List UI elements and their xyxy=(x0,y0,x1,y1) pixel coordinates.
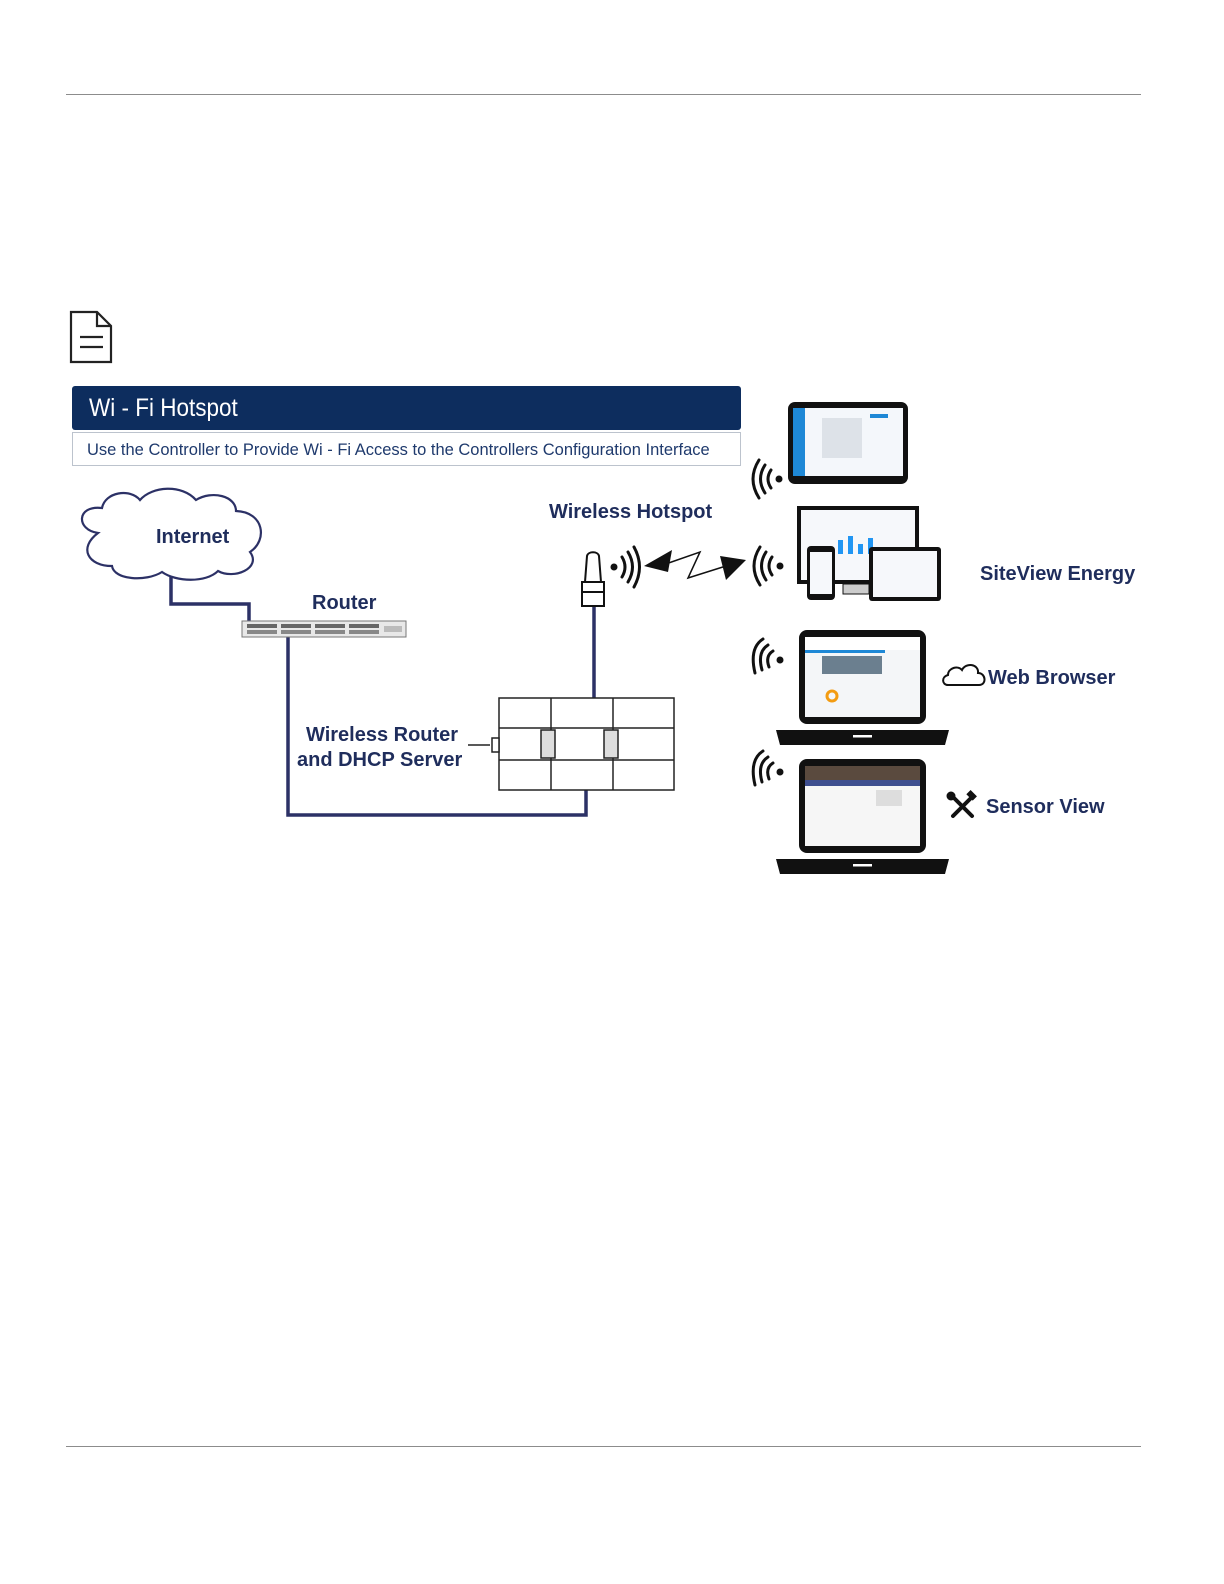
monitor-phone-tablet-icon xyxy=(797,506,941,601)
document-icon xyxy=(71,312,111,362)
section-subtitle: Use the Controller to Provide Wi - Fi Ac… xyxy=(72,432,741,466)
wifi-signal-icon xyxy=(611,547,640,587)
wireless-router-label-line2: and DHCP Server xyxy=(297,749,462,772)
section-title: Wi - Fi Hotspot xyxy=(89,386,238,430)
router-label: Router xyxy=(312,592,376,615)
laptop-icon xyxy=(776,759,949,874)
wireless-router-label-line1: Wireless Router xyxy=(306,724,458,747)
web-browser-label: Web Browser xyxy=(988,667,1115,690)
wifi-signal-icon xyxy=(754,547,784,585)
wifi-adapter-icon xyxy=(582,552,604,606)
wifi-signal-icon xyxy=(753,639,783,673)
laptop-icon xyxy=(776,630,949,745)
section-title-banner: Wi - Fi Hotspot xyxy=(72,386,741,430)
siteview-energy-label: SiteView Energy xyxy=(980,563,1135,586)
tablet-icon xyxy=(788,402,908,484)
wireless-hotspot-label: Wireless Hotspot xyxy=(549,501,712,524)
wifi-signal-icon xyxy=(753,460,783,498)
wireless-link-arrow xyxy=(644,550,746,580)
internet-label: Internet xyxy=(156,526,229,549)
sensor-view-label: Sensor View xyxy=(986,796,1105,819)
tools-icon xyxy=(947,791,976,816)
controller-module-icon xyxy=(468,698,674,790)
router-switch-icon xyxy=(242,621,406,637)
wifi-signal-icon xyxy=(753,751,783,785)
cloud-outline-icon xyxy=(943,665,984,685)
